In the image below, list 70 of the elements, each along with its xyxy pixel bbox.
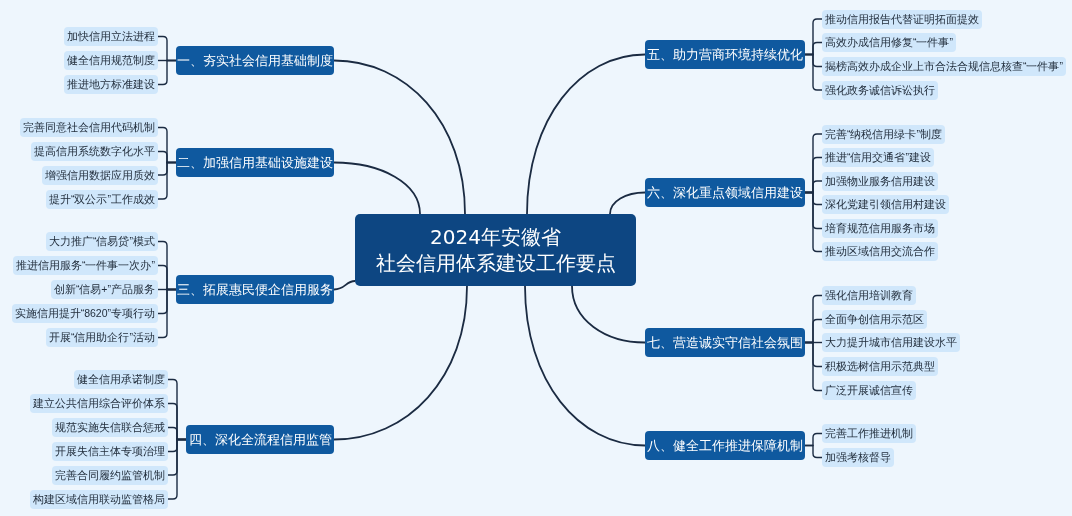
subtopic-label: 实施信用提升“8620”专项行动 (14, 307, 155, 320)
subtopic-label: 推动区域信用交流合作 (825, 245, 935, 258)
branch-box (645, 40, 805, 69)
subtopic-label: 推进“信用交通省”建设 (825, 151, 931, 164)
subtopic-label: 提高信用系统数字化水平 (34, 145, 155, 158)
subtopic-label: 完善工作推进机制 (825, 427, 913, 440)
branch-label: 五、助力营商环境持续优化 (647, 46, 803, 63)
subtopic-label: 健全信用承诺制度 (77, 373, 165, 386)
subtopic-label: 建立公共信用综合评价体系 (33, 397, 165, 410)
subtopic-label: 健全信用规范制度 (67, 54, 155, 67)
branch-box (645, 328, 805, 357)
subtopic-label: 大力提升城市信用建设水平 (825, 336, 957, 349)
subtopic-label: 强化政务诚信诉讼执行 (825, 83, 935, 97)
bracket-connector (157, 59, 177, 86)
central-title-line: 社会信用体系建设工作要点 (375, 250, 616, 276)
branch-label: 八、健全工作推进保障机制 (647, 437, 803, 454)
branch-curve (333, 161, 421, 215)
branch-box (176, 275, 334, 304)
branch-label: 一、夯实社会信用基础制度 (177, 52, 333, 69)
bracket-connector (804, 341, 823, 392)
bracket-connector (167, 438, 187, 500)
central-title-line: 2024年安徽省 (430, 224, 561, 250)
branch-box (176, 148, 334, 177)
subtopic-label: 强化信用培训教育 (825, 289, 913, 302)
branch-label: 三、拓展惠民便企信用服务 (177, 281, 333, 298)
subtopic-label: 全面争创信用示范区 (825, 313, 924, 326)
branch-box (645, 431, 805, 460)
branch-label: 二、加强信用基础设施建设 (177, 154, 333, 171)
subtopic-label: 完善合同履约监管机制 (55, 468, 165, 482)
subtopic-label: 推动信用报告代替证明拓面提效 (825, 12, 979, 26)
bracket-connector (804, 191, 823, 253)
subtopic-label: 深化党建引领信用村建设 (825, 198, 946, 211)
bracket-connector (804, 53, 823, 91)
branch-curve (333, 59, 466, 215)
branch-curve (333, 285, 468, 441)
branch-curve (524, 285, 646, 447)
subtopic-label: 创新“信易+”产品服务 (53, 283, 155, 296)
subtopic-label: 培育规范信用服务市场 (825, 222, 935, 235)
branch-curve (333, 280, 356, 291)
branch-label: 四、深化全流程信用监管 (188, 431, 332, 448)
subtopic-label: 提升“双公示”工作成效 (49, 192, 155, 206)
subtopic-label: 构建区域信用联动监管格局 (33, 492, 165, 506)
subtopic-label: 加强考核督导 (825, 451, 891, 464)
subtopic-label: 加快信用立法进程 (67, 30, 155, 43)
central-topic-box (355, 214, 636, 286)
branch-curve (571, 285, 646, 344)
bracket-connector (804, 444, 823, 459)
subtopic-label: 推进地方标准建设 (67, 78, 155, 91)
subtopic-label: 开展失信主体专项治理 (55, 445, 165, 458)
subtopic-label: 规范实施失信联合惩戒 (55, 421, 165, 434)
subtopic-label: 大力推广“信易贷”模式 (49, 235, 155, 248)
subtopic-label: 完善同意社会信用代码机制 (23, 121, 155, 134)
branch-box (645, 178, 805, 207)
subtopic-label: 揭榜高效办成企业上市合法合规信息核查“一件事” (825, 60, 1063, 73)
bracket-connector (157, 288, 177, 339)
branch-label: 六、深化重点领域信用建设 (647, 184, 803, 201)
subtopic-label: 完善“纳税信用绿卡”制度 (825, 127, 942, 141)
subtopic-label: 推进信用服务“一件事一次办” (16, 259, 155, 272)
branch-box (186, 425, 334, 454)
branch-curve (609, 191, 646, 215)
subtopic-label: 增强信用数据应用质效 (45, 168, 155, 182)
bracket-connector (157, 161, 177, 200)
branch-label: 七、营造诚实守信社会氛围 (647, 334, 803, 351)
subtopic-label: 开展“信用助企行”活动 (49, 331, 155, 344)
branch-box (176, 46, 334, 75)
subtopic-label: 广泛开展诚信宣传 (825, 384, 913, 397)
subtopic-label: 积极选树信用示范典型 (825, 360, 935, 373)
subtopic-label: 加强物业服务信用建设 (825, 174, 935, 188)
subtopic-label: 高效办成信用修复“一件事” (825, 36, 953, 49)
branch-curve (526, 53, 646, 215)
